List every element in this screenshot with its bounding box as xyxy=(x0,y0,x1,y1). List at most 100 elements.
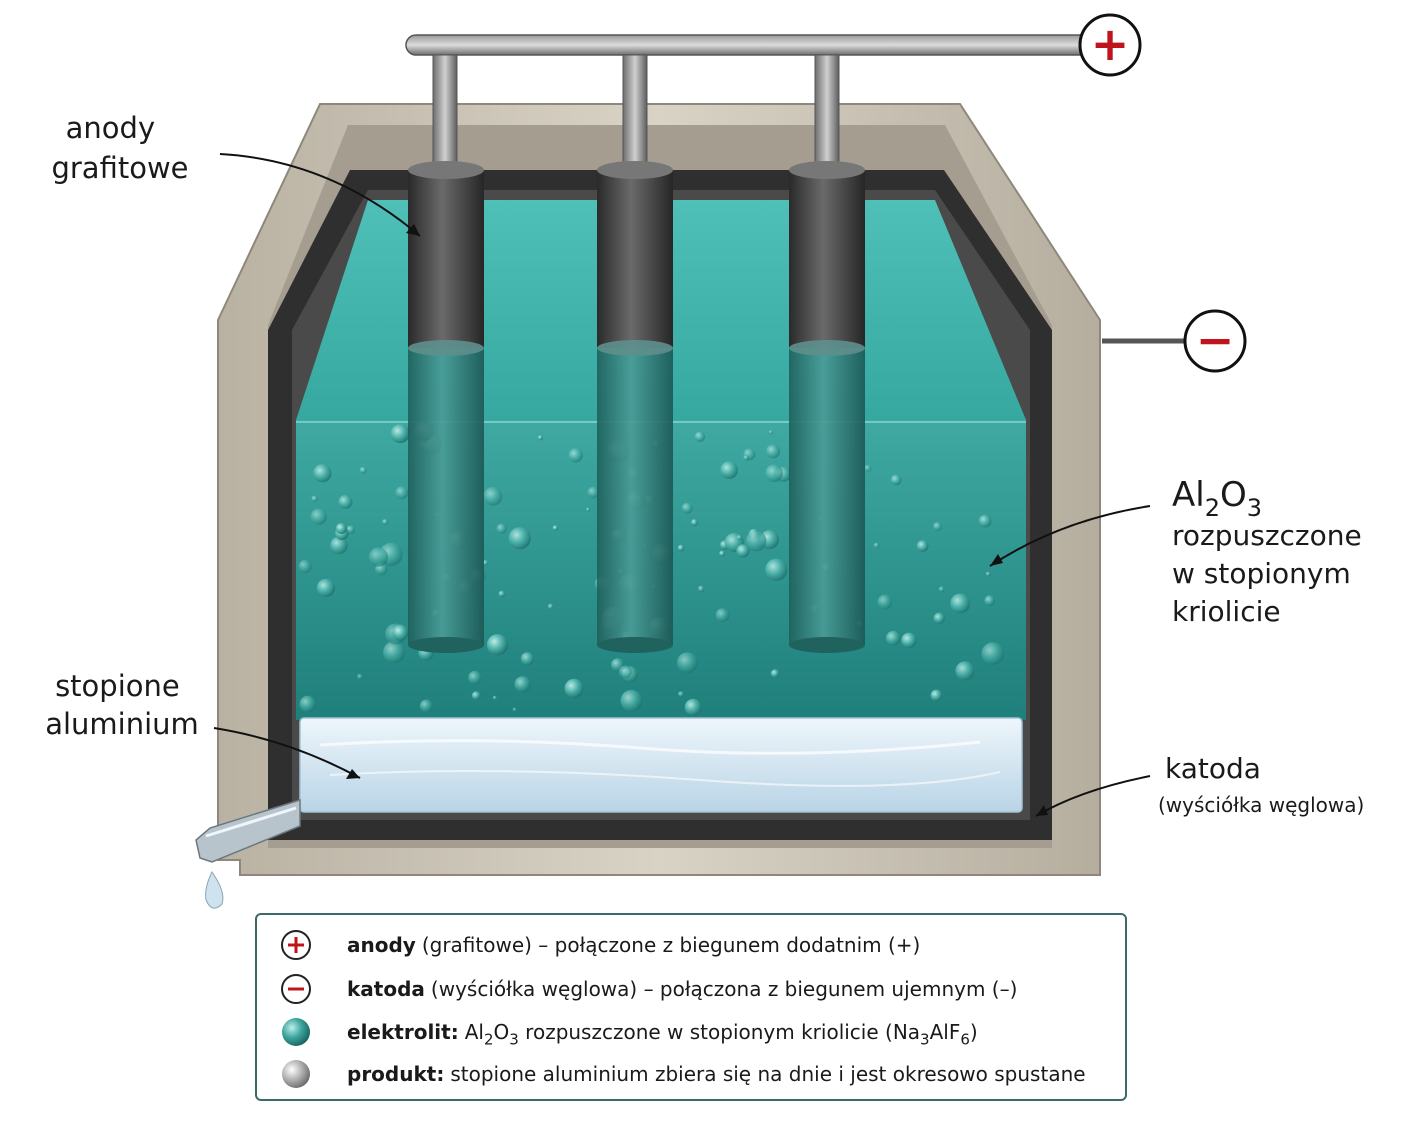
bubble xyxy=(978,514,992,528)
bubble xyxy=(677,544,685,552)
bubble xyxy=(681,502,693,514)
bubble xyxy=(395,486,409,500)
legend-cathode-bold: katoda xyxy=(347,977,425,1001)
bubble xyxy=(508,527,531,550)
bubble xyxy=(382,518,389,525)
bubble xyxy=(720,461,738,479)
bubble xyxy=(745,530,767,552)
negative-terminal-sign: − xyxy=(1196,313,1235,367)
label-aluminium: stopione aluminium xyxy=(45,669,199,741)
bubble xyxy=(564,678,584,698)
bubble xyxy=(618,665,632,679)
bubble xyxy=(335,523,347,534)
bubble xyxy=(864,464,872,472)
bubble xyxy=(950,593,971,614)
label-cathode-sub: (wyściółka węglowa) xyxy=(1158,793,1364,817)
bubble xyxy=(368,547,389,567)
legend-anode-text: (grafitowe) – połączone z biegunem dodat… xyxy=(421,933,921,957)
label-electrolyte: Al2O3 rozpuszczone w stopionym kriolicie xyxy=(1172,475,1371,628)
bubble xyxy=(684,698,702,716)
bubble xyxy=(768,430,774,435)
positive-terminal: + xyxy=(1078,13,1142,77)
bubble xyxy=(694,431,705,442)
bubble xyxy=(766,444,781,459)
bubble xyxy=(316,578,335,598)
bubble xyxy=(383,641,406,664)
legend-row-anode: anody (grafitowe) – połączone z biegunem… xyxy=(279,928,920,962)
bubble xyxy=(933,612,945,624)
bubble xyxy=(486,634,509,656)
bubble xyxy=(877,594,893,610)
bubble xyxy=(736,534,743,541)
legend-anode-bold: anody xyxy=(347,933,416,957)
bubble xyxy=(930,689,943,702)
plus-circle-icon xyxy=(281,930,311,960)
bubble xyxy=(330,536,348,555)
bubble xyxy=(552,525,559,531)
minus-circle-icon xyxy=(281,974,311,1004)
bubble xyxy=(483,486,503,506)
legend-product-text: stopione aluminium zbiera się na dnie i … xyxy=(450,1062,1086,1086)
bubble xyxy=(311,495,318,502)
bubble xyxy=(520,652,535,666)
negative-terminal: − xyxy=(1102,309,1247,373)
label-anodes: anody grafitowe xyxy=(51,111,188,185)
bubble xyxy=(981,642,1005,665)
bubble xyxy=(901,632,917,648)
bubble xyxy=(890,474,902,486)
bubble xyxy=(299,695,316,713)
label-cathode: katoda xyxy=(1165,752,1261,785)
bubble xyxy=(547,603,554,610)
bubble xyxy=(496,523,507,534)
anodes-submerged xyxy=(408,345,865,653)
bubble xyxy=(743,454,750,461)
graphite-anodes xyxy=(408,161,865,356)
bubble xyxy=(765,464,783,483)
bubble xyxy=(568,448,583,463)
bubble xyxy=(770,669,780,678)
grey-sphere-icon xyxy=(282,1060,310,1088)
bubble xyxy=(512,707,517,712)
bubble xyxy=(587,486,600,499)
legend-cathode-text: (wyściółka węglowa) – połączona z biegun… xyxy=(430,977,1018,1001)
bubble xyxy=(419,699,433,713)
bubble xyxy=(359,466,367,474)
bubble xyxy=(677,652,698,673)
bubble xyxy=(955,661,975,681)
bubble xyxy=(885,630,901,646)
bubble xyxy=(313,464,332,483)
legend-product-bold: produkt: xyxy=(347,1062,445,1086)
bubble xyxy=(916,540,929,552)
legend-row-electrolyte: elektrolit: Al2O3 rozpuszczone w stopion… xyxy=(279,1015,978,1049)
legend-electrolyte-bold: elektrolit: xyxy=(347,1020,459,1044)
bubble xyxy=(498,590,506,598)
bubble xyxy=(310,508,327,525)
bubble xyxy=(715,608,730,622)
bubble xyxy=(719,550,725,557)
legend-electrolyte-text: Al2O3 rozpuszczone w stopionym kriolicie… xyxy=(464,1020,978,1049)
bubble xyxy=(586,507,591,512)
bubble xyxy=(298,559,312,574)
bubble xyxy=(338,494,353,509)
bubble xyxy=(736,544,750,558)
bubble xyxy=(873,542,880,549)
bubble xyxy=(492,695,497,700)
bubble xyxy=(346,525,355,534)
legend-row-product: produkt: stopione aluminium zbiera się n… xyxy=(279,1057,1086,1091)
teal-sphere-icon xyxy=(282,1018,310,1046)
bubble xyxy=(933,522,942,531)
bubble xyxy=(357,673,363,680)
bubble xyxy=(468,670,482,685)
bubble xyxy=(678,691,684,697)
bubble xyxy=(620,689,643,712)
bubble xyxy=(390,424,410,444)
positive-terminal-sign: + xyxy=(1091,17,1130,71)
tap-spout xyxy=(195,798,301,909)
bubble xyxy=(537,435,544,441)
bubble xyxy=(938,586,945,593)
bubble xyxy=(471,691,481,700)
legend-row-cathode: katoda (wyściółka węglowa) – połączona z… xyxy=(279,972,1017,1006)
molten-aluminium-layer xyxy=(299,717,1023,813)
bubble xyxy=(698,585,705,592)
